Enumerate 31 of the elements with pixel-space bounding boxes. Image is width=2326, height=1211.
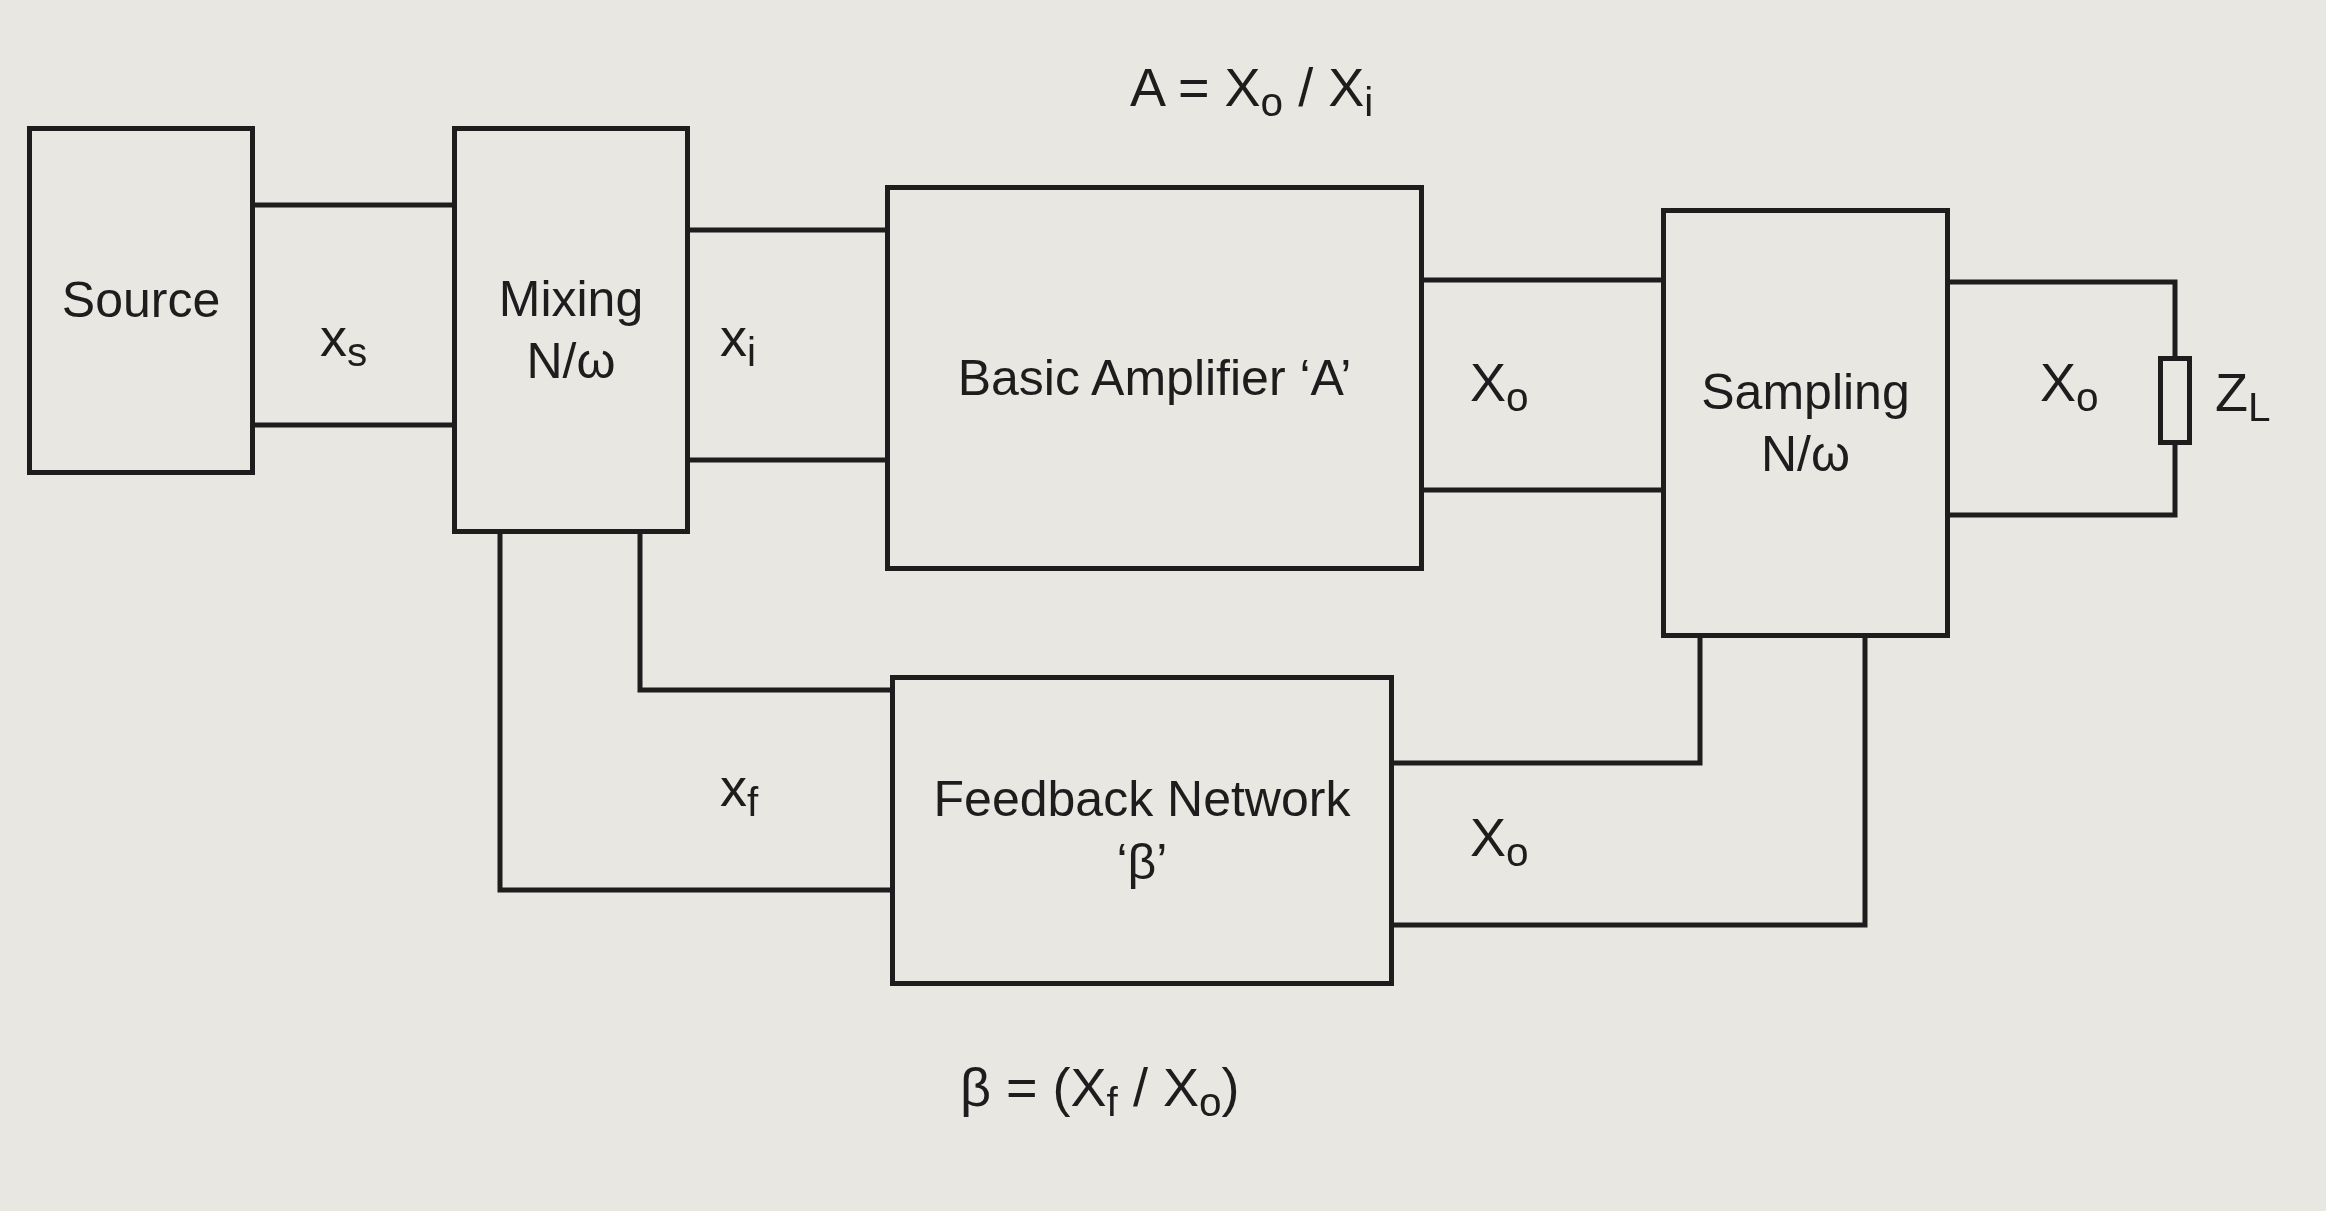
wire bbox=[497, 534, 890, 893]
load-box bbox=[2158, 356, 2192, 445]
signal-label: X$_{o}$ bbox=[1470, 355, 1529, 409]
wire bbox=[637, 534, 890, 693]
wire bbox=[690, 457, 885, 463]
block-box bbox=[890, 675, 1394, 986]
block-box bbox=[885, 185, 1424, 571]
wire bbox=[255, 422, 452, 428]
wire bbox=[1394, 638, 1703, 766]
signal-label: X$_{o}$ bbox=[1470, 810, 1529, 864]
wire bbox=[1394, 638, 1868, 928]
block-label: Source bbox=[61, 271, 221, 331]
wire bbox=[255, 202, 452, 208]
block-label: Basic Amplifier ‘A’ bbox=[957, 348, 1352, 408]
block-label: Mixing N/ω bbox=[497, 269, 645, 391]
wire bbox=[1950, 279, 2178, 356]
wire bbox=[1424, 487, 1661, 493]
wire bbox=[690, 227, 885, 233]
block-box bbox=[452, 126, 690, 534]
signal-label: x$_{s}$ bbox=[320, 310, 368, 364]
signal-label: Z$_{L}$ bbox=[2215, 365, 2271, 419]
wire bbox=[1424, 277, 1661, 283]
wire bbox=[1950, 445, 2178, 518]
signal-label: A = X$_{o}$ / X$_{i}$ bbox=[1130, 60, 1374, 114]
signal-label: x$_{f}$ bbox=[720, 760, 759, 814]
signal-label: x$_{i}$ bbox=[720, 310, 756, 364]
block-box bbox=[27, 126, 255, 475]
block-box bbox=[1661, 208, 1950, 638]
signal-label: X$_{o}$ bbox=[2040, 355, 2099, 409]
block-label: Sampling N/ω bbox=[1700, 362, 1911, 484]
block-label: Feedback Network ‘β’ bbox=[932, 770, 1352, 892]
